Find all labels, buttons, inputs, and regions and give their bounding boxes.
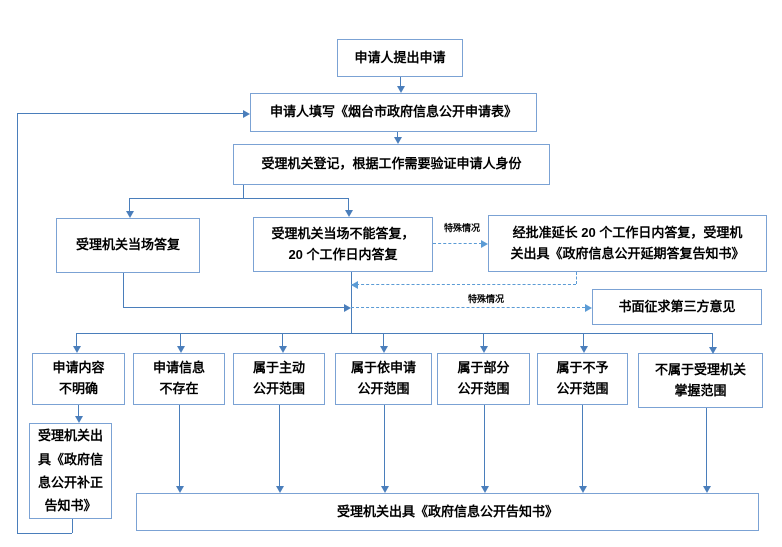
drop-outcome-1 (76, 333, 77, 346)
arrowhead-into-extended (481, 239, 488, 248)
edge-notheld-notice (706, 408, 707, 486)
special-case-label-2: 特殊情况 (467, 294, 504, 304)
arrowhead-outcome-1 (72, 346, 81, 353)
arrowhead-onspot-merge (344, 303, 351, 312)
node-onspot-reply: 受理机关当场答复 (56, 218, 200, 273)
dashed-extended-down (576, 272, 577, 284)
node-outcome-unclear: 申请内容 不明确 (32, 353, 125, 405)
arrowhead-notice-5 (578, 486, 587, 493)
node-outcome-partial: 属于部分 公开范围 (437, 353, 530, 405)
edge-register-branch (243, 185, 244, 198)
edge-fill-register (397, 132, 398, 138)
node-correction-notice: 受理机关出 具《政府信 息公开补正 告知书》 (29, 423, 112, 519)
edge-partial-notice (484, 405, 485, 486)
drop-outcome-5 (483, 333, 484, 346)
arrowhead-extended-merge (351, 280, 358, 289)
drop-outcome-6 (583, 333, 584, 346)
edge-denied-notice (582, 405, 583, 486)
node-outcome-on-request: 属于依申请 公开范围 (335, 353, 432, 405)
drop-outcome-3 (282, 333, 283, 346)
edge-branch-onspot (129, 198, 130, 211)
distribution-line (76, 333, 712, 334)
node-outcome-proactive: 属于主动 公开范围 (233, 353, 325, 405)
drop-outcome-2 (180, 333, 181, 346)
drop-outcome-4 (383, 333, 384, 346)
node-fill-form: 申请人填写《烟台市政府信息公开申请表》 (250, 93, 537, 132)
edge-onspot-down (123, 273, 124, 307)
arrowhead-outcome-4 (379, 346, 388, 353)
node-outcome-not-held: 不属于受理机关 掌握范围 (638, 353, 763, 408)
drop-outcome-7 (712, 333, 713, 347)
edge-onrequest-notice (384, 405, 385, 486)
arrowhead-notice-4 (480, 486, 489, 493)
arrowhead-notice-3 (380, 486, 389, 493)
feedback-down (72, 519, 73, 533)
arrowhead-into-correction (74, 416, 83, 423)
arrowhead-into-cannot (344, 210, 353, 217)
node-extended-reply: 经批准延长 20 个工作日内答复，受理机 关出具《政府信息公开延期答复告知书》 (488, 215, 767, 272)
edge-cannot-distribution (351, 272, 352, 333)
node-cannot-reply: 受理机关当场不能答复， 20 个工作日内答复 (253, 217, 433, 272)
edge-branch-cannot (348, 198, 349, 210)
arrowhead-outcome-2 (176, 346, 185, 353)
edge-notexist-notice (179, 405, 180, 486)
node-outcome-denied: 属于不予 公开范围 (537, 353, 628, 405)
arrowhead-notice-6 (702, 486, 711, 493)
arrowhead-notice-2 (275, 486, 284, 493)
node-third-party: 书面征求第三方意见 (592, 289, 762, 325)
arrowhead-into-thirdparty (585, 303, 592, 312)
arrowhead-into-fill (396, 86, 405, 93)
edge-onspot-merge (123, 307, 344, 308)
arrowhead-outcome-3 (278, 346, 287, 353)
node-start: 申请人提出申请 (337, 39, 463, 77)
node-register: 受理机关登记，根据工作需要验证申请人身份 (233, 144, 550, 185)
arrowhead-into-register (393, 137, 402, 144)
feedback-top (17, 113, 243, 114)
special-case-label-1: 特殊情况 (443, 223, 480, 233)
edge-unclear-correction (78, 405, 79, 416)
dashed-cannot-extended (433, 243, 482, 244)
node-outcome-not-exist: 申请信息 不存在 (133, 353, 225, 405)
dashed-extended-merge (351, 284, 576, 285)
branch-line-reply (129, 198, 349, 199)
arrowhead-outcome-5 (479, 346, 488, 353)
feedback-bottom (17, 533, 72, 534)
arrowhead-outcome-7 (708, 347, 717, 354)
dashed-thirdparty (351, 307, 585, 308)
arrowhead-into-onspot (125, 211, 134, 218)
edge-start-fill (400, 77, 401, 87)
arrowhead-feedback-into-fill (243, 109, 250, 118)
arrowhead-outcome-6 (579, 346, 588, 353)
feedback-left (17, 113, 18, 533)
edge-proactive-notice (279, 405, 280, 486)
node-disclosure-notice: 受理机关出具《政府信息公开告知书》 (136, 493, 759, 531)
arrowhead-notice-1 (175, 486, 184, 493)
